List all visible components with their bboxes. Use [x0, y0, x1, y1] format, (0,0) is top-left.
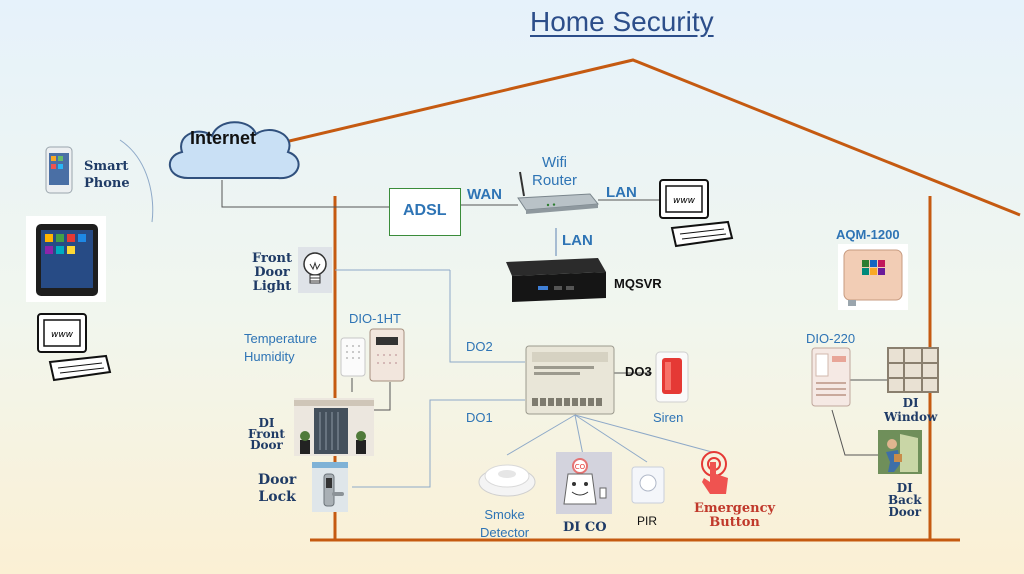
do2-label: DO2: [466, 339, 493, 354]
house-roof: [229, 58, 1021, 217]
light-bulb-frame: [298, 247, 332, 293]
dio-220-module-icon: [811, 347, 851, 407]
siren-icon: [655, 351, 689, 403]
dio-1ht-label: DIO-1HT: [349, 311, 401, 326]
do3-label: DO3: [625, 364, 652, 379]
svg-text:CO: CO: [575, 463, 586, 471]
mqsvr-server-icon: [506, 258, 606, 302]
remote-computer-icon: www: [37, 313, 112, 382]
siren-label: Siren: [653, 410, 684, 425]
lan-right-label: LAN: [606, 184, 637, 201]
main-controller-icon: [525, 345, 615, 415]
door-lock-frame: [312, 462, 348, 512]
aqm-1200-frame: [838, 244, 908, 310]
lan-computer-icon: www: [659, 179, 734, 248]
smartphone-icon: [45, 146, 73, 194]
emergency-button-icon: [701, 451, 728, 494]
window-icon: [887, 347, 939, 393]
co-detector-icon: CO: [556, 452, 612, 514]
door-lock-icon: [312, 462, 348, 507]
air-quality-monitor-icon: [843, 249, 903, 306]
dio-1ht-module-icon: [369, 328, 405, 382]
tablet-frame: [26, 216, 106, 302]
internet-cloud-icon: [169, 121, 300, 180]
light-bulb-icon: [303, 252, 327, 284]
internet-label: Internet: [190, 128, 257, 148]
svg-text:www: www: [673, 196, 696, 206]
wifi-router-icon: [517, 171, 599, 214]
di-co-label: DI CO: [563, 520, 607, 535]
smoke-detector-icon: [478, 464, 536, 497]
pir-sensor-icon: [631, 466, 665, 504]
do1-label: DO1: [466, 410, 493, 425]
pir-label: PIR: [637, 514, 658, 528]
front-door-frame: [294, 398, 374, 456]
adsl-box: [389, 188, 461, 236]
back-door-icon: [878, 430, 922, 474]
svg-text:www: www: [51, 330, 74, 340]
tablet-icon: [36, 224, 98, 296]
dio-220-label: DIO-220: [806, 331, 856, 346]
temperature-sensor-icon: [340, 337, 366, 377]
lan-down-label: LAN: [562, 232, 593, 249]
front-door-icon: [294, 400, 374, 454]
page-title: Home Security: [530, 6, 714, 37]
aqm-1200-label: AQM-1200: [836, 227, 900, 242]
mqsvr-label: MQSVR: [614, 276, 662, 291]
adsl-label: ADSL: [403, 202, 447, 219]
wan-label: WAN: [467, 186, 502, 203]
